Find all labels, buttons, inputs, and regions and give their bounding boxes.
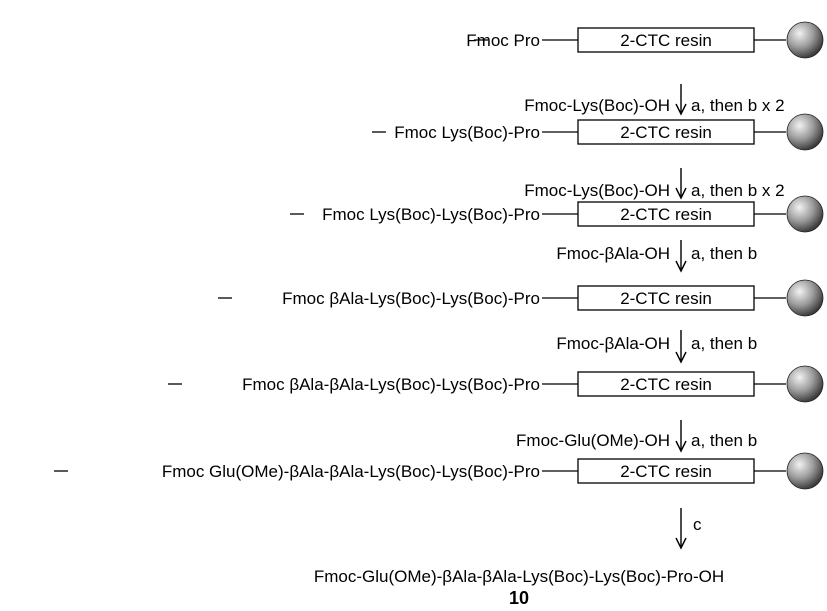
step-4: Fmoc-βAla-OH a, then b xyxy=(556,330,757,364)
step-6-arrow-head xyxy=(675,537,687,550)
resin-row-6: Fmoc Glu(OMe)-βAla-βAla-Lys(Boc)-Lys(Boc… xyxy=(54,452,824,490)
row-1-peptide: Pro xyxy=(514,31,540,50)
row-1-resin-box xyxy=(577,27,755,53)
row-6-compound: Fmoc Glu(OMe)-βAla-βAla-Lys(Boc)-Lys(Boc… xyxy=(162,462,540,481)
step-4-conditions: a, then b xyxy=(691,334,757,353)
resin-row-3: Fmoc Lys(Boc)-Lys(Boc)-Pro 2-CTC resin xyxy=(290,195,824,233)
row-2-prefix: Fmoc xyxy=(394,123,437,142)
resin-row-1: Fmoc Pro 2-CTC resin xyxy=(466,21,824,59)
row-1-resin-label: 2-CTC resin xyxy=(620,31,712,50)
row-6-peptide: Glu(OMe)-βAla-βAla-Lys(Boc)-Lys(Boc)-Pro xyxy=(209,462,540,481)
step-3-conditions: a, then b xyxy=(691,244,757,263)
step-1-arrow-head xyxy=(675,103,687,116)
row-4-resin-label: 2-CTC resin xyxy=(620,289,712,308)
resin-row-5: Fmoc βAla-βAla-Lys(Boc)-Lys(Boc)-Pro 2-C… xyxy=(168,365,824,403)
row-1-resin-bead xyxy=(786,21,824,59)
row-2-peptide: Lys(Boc)-Pro xyxy=(441,123,540,142)
row-6-prefix: Fmoc xyxy=(162,462,205,481)
step-5-conditions: a, then b xyxy=(691,431,757,450)
step-5: Fmoc-Glu(OMe)-OH a, then b xyxy=(516,420,757,453)
row-3-peptide: Lys(Boc)-Lys(Boc)-Pro xyxy=(369,205,540,224)
product-formula: Fmoc-Glu(OMe)-βAla-βAla-Lys(Boc)-Lys(Boc… xyxy=(314,567,724,586)
step-3: Fmoc-βAla-OH a, then b xyxy=(556,240,757,273)
step-5-arrow-head xyxy=(675,440,687,453)
row-2-compound: Fmoc Lys(Boc)-Pro xyxy=(394,123,540,142)
step-5-reagent: Fmoc-Glu(OMe)-OH xyxy=(516,431,670,450)
row-6-resin-bead xyxy=(786,452,824,490)
step-6: c xyxy=(675,508,702,550)
step-2-conditions: a, then b x 2 xyxy=(691,181,785,200)
row-2-resin-bead xyxy=(786,113,824,151)
resin-row-2: Fmoc Lys(Boc)-Pro 2-CTC resin xyxy=(372,113,824,151)
step-4-reagent: Fmoc-βAla-OH xyxy=(556,334,670,353)
product-label: 10 xyxy=(509,588,529,608)
row-5-compound: Fmoc βAla-βAla-Lys(Boc)-Lys(Boc)-Pro xyxy=(242,375,540,394)
row-3-resin-bead xyxy=(786,195,824,233)
row-4-peptide: βAla-Lys(Boc)-Lys(Boc)-Pro xyxy=(329,289,540,308)
step-1: Fmoc-Lys(Boc)-OH a, then b x 2 xyxy=(524,84,785,116)
row-6-resin-label: 2-CTC resin xyxy=(620,462,712,481)
step-1-reagent: Fmoc-Lys(Boc)-OH xyxy=(524,96,670,115)
step-4-arrow-head xyxy=(675,351,687,364)
resin-row-4: Fmoc βAla-Lys(Boc)-Lys(Boc)-Pro 2-CTC re… xyxy=(218,279,824,317)
row-5-resin-bead xyxy=(786,365,824,403)
row-6-resin-box xyxy=(577,458,755,484)
row-3-resin-label: 2-CTC resin xyxy=(620,205,712,224)
step-3-reagent: Fmoc-βAla-OH xyxy=(556,244,670,263)
row-3-resin-box xyxy=(577,201,755,227)
row-5-resin-label: 2-CTC resin xyxy=(620,375,712,394)
row-5-prefix: Fmoc xyxy=(242,375,285,394)
step-2-arrow-head xyxy=(675,187,687,200)
product: Fmoc-Glu(OMe)-βAla-βAla-Lys(Boc)-Lys(Boc… xyxy=(314,567,724,608)
step-2: Fmoc-Lys(Boc)-OH a, then b x 2 xyxy=(524,168,785,200)
row-5-peptide: βAla-βAla-Lys(Boc)-Lys(Boc)-Pro xyxy=(289,375,540,394)
row-3-compound: Fmoc Lys(Boc)-Lys(Boc)-Pro xyxy=(322,205,540,224)
row-4-resin-box xyxy=(577,285,755,311)
row-4-prefix: Fmoc xyxy=(282,289,325,308)
row-4-compound: Fmoc βAla-Lys(Boc)-Lys(Boc)-Pro xyxy=(282,289,540,308)
row-3-prefix: Fmoc xyxy=(322,205,365,224)
row-5-resin-box xyxy=(577,371,755,397)
step-1-conditions: a, then b x 2 xyxy=(691,96,785,115)
row-4-resin-bead xyxy=(786,279,824,317)
step-6-conditions: c xyxy=(693,515,702,534)
step-2-reagent: Fmoc-Lys(Boc)-OH xyxy=(524,181,670,200)
row-2-resin-label: 2-CTC resin xyxy=(620,123,712,142)
step-3-arrow-head xyxy=(675,260,687,273)
